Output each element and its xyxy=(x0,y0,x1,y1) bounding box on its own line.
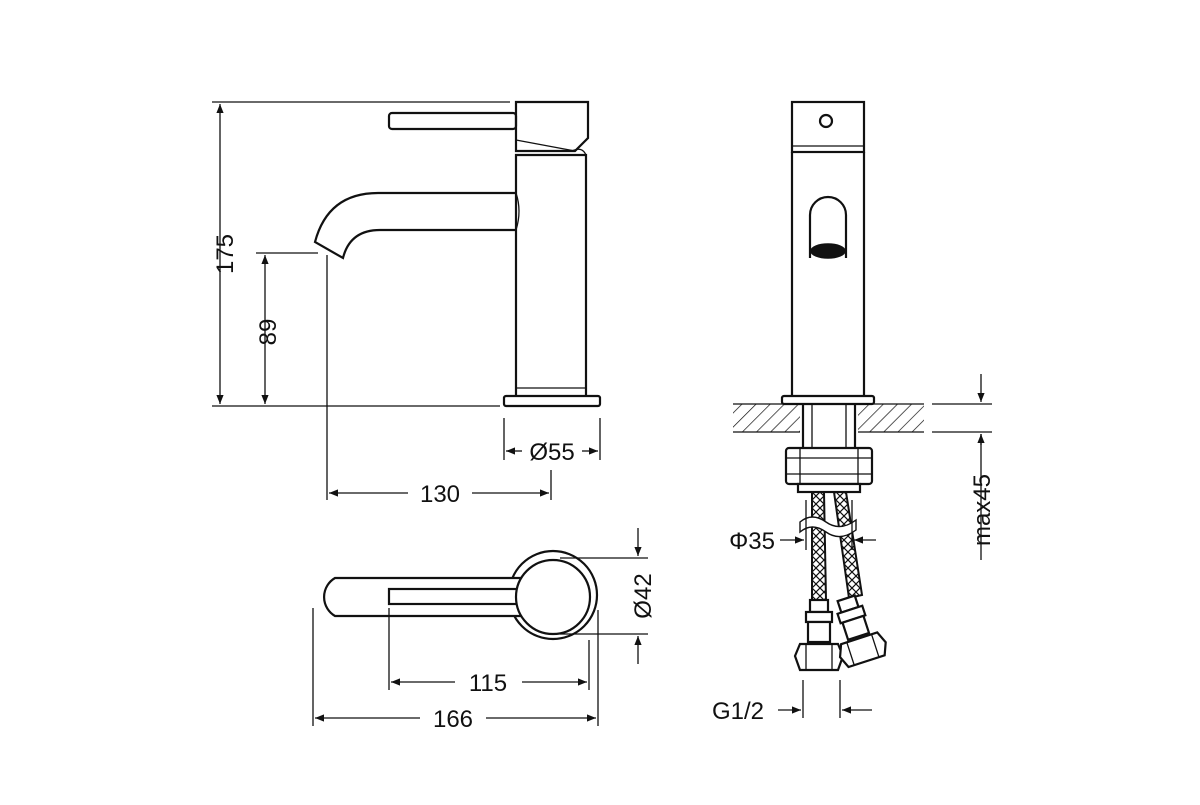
dim-spout-reach: 130 xyxy=(420,481,460,508)
faucet-body xyxy=(514,153,588,396)
countertop-right xyxy=(858,404,924,432)
countertop-left xyxy=(733,404,800,432)
base-plate xyxy=(502,394,602,408)
hex-nut-right xyxy=(838,631,887,669)
body-inner-circle xyxy=(514,558,592,636)
top-view: Ø42 115 166 xyxy=(312,528,657,733)
dim-total-height: 175 xyxy=(212,234,239,274)
aerator xyxy=(810,243,846,259)
fixing-nut xyxy=(784,446,874,486)
front-body xyxy=(790,152,866,396)
aerator-opening xyxy=(808,195,848,258)
front-cap xyxy=(790,100,866,154)
hose-left xyxy=(811,491,828,601)
dim-connection-thread: G1/2 xyxy=(712,698,764,725)
dim-spout-height: 89 xyxy=(255,319,282,346)
dim-overall-length: 166 xyxy=(433,706,473,733)
dim-body-diameter: Ø42 xyxy=(630,573,657,618)
hex-nut-left xyxy=(793,642,845,672)
dim-base-diameter: Ø55 xyxy=(529,439,574,466)
lever xyxy=(387,111,518,131)
lever-top xyxy=(322,576,555,618)
dim-lever-length: 115 xyxy=(469,670,507,697)
dim-shank-diameter: Φ35 xyxy=(729,528,775,555)
indicator-dot xyxy=(818,113,834,129)
spout xyxy=(313,191,516,260)
handle-cap xyxy=(514,100,590,153)
dim-max-deck-thickness: max45 xyxy=(969,474,996,546)
side-view: 175 89 130 Ø55 xyxy=(212,100,602,508)
hose-right xyxy=(832,491,864,600)
front-view: Φ35 max45 G1/2 xyxy=(712,100,996,725)
